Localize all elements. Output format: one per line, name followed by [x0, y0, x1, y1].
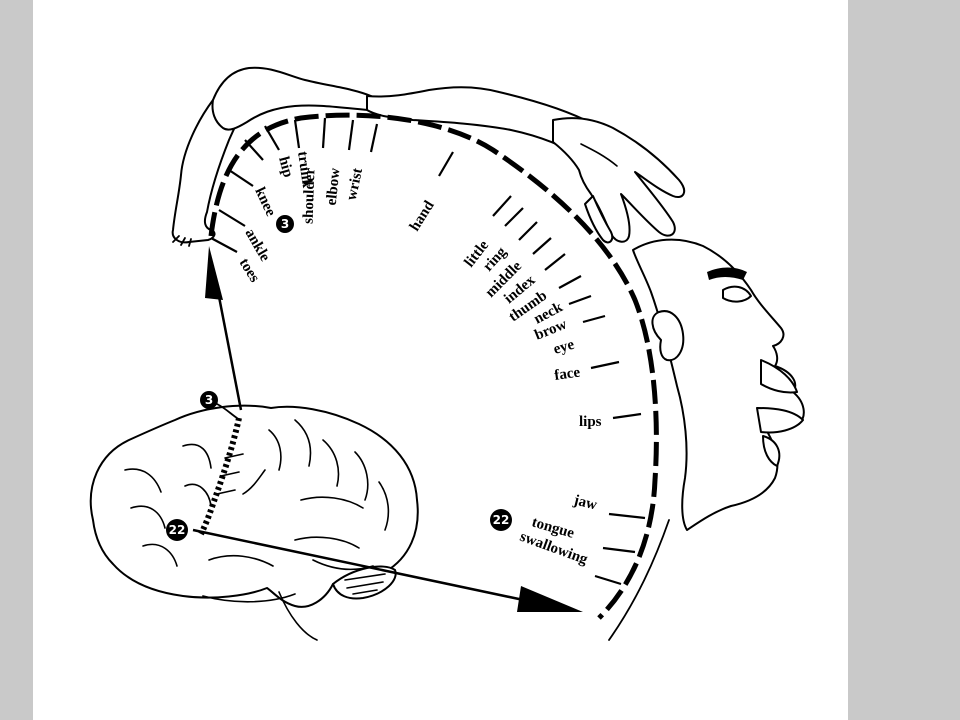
label-trunk: trunk — [294, 150, 315, 189]
temporal-lobe — [202, 591, 318, 641]
label-shoulder: shoulder — [300, 167, 318, 224]
label-ticks — [210, 117, 646, 586]
hand-drawing — [552, 117, 686, 243]
label-jaw: jaw — [571, 492, 599, 513]
hand-crease — [580, 143, 618, 167]
leg-drawing — [171, 99, 248, 244]
arrow-to-swallowing-head — [517, 586, 583, 612]
arrow-to-swallowing-shaft — [192, 528, 534, 604]
diagram-panel: toes ankle knee hip trunk shoulder elbow… — [33, 0, 848, 720]
svg-text:3: 3 — [205, 393, 213, 407]
svg-text:3: 3 — [281, 217, 289, 231]
marker-top-strip: 3 — [276, 215, 294, 233]
brain-sulci — [124, 419, 390, 571]
toes-drawing — [172, 235, 192, 247]
label-lips: lips — [579, 414, 602, 430]
label-wrist: wrist — [344, 167, 366, 202]
arrow-to-leg-head — [205, 246, 223, 300]
eye-drawing — [722, 285, 752, 303]
top-brain-pointer — [216, 403, 238, 419]
svg-text:22: 22 — [493, 513, 510, 527]
label-elbow: elbow — [324, 167, 344, 206]
ear-drawing — [651, 310, 685, 362]
upper-lip-drawing — [760, 359, 798, 394]
label-knee: knee — [251, 185, 278, 219]
brow-drawing — [707, 267, 747, 280]
cerebellum-lines — [344, 573, 386, 595]
marker-top-brain: 3 — [200, 391, 218, 409]
motor-homunculus-diagram: toes ankle knee hip trunk shoulder elbow… — [89, 66, 805, 641]
gyrus-marks — [216, 453, 266, 495]
marker-bottom-strip: 22 — [490, 509, 512, 531]
label-hand: hand — [407, 197, 438, 234]
marker-bottom-brain: 22 — [166, 519, 188, 541]
neck-outline — [608, 519, 670, 641]
svg-text:22: 22 — [169, 523, 186, 537]
label-eye: eye — [552, 337, 577, 358]
label-hip: hip — [275, 155, 296, 179]
lower-lip-drawing — [762, 435, 781, 467]
label-face: face — [553, 364, 581, 383]
tongue-drawing — [756, 407, 804, 434]
motor-strip-arc — [208, 112, 659, 620]
thumb-drawing — [584, 195, 614, 244]
